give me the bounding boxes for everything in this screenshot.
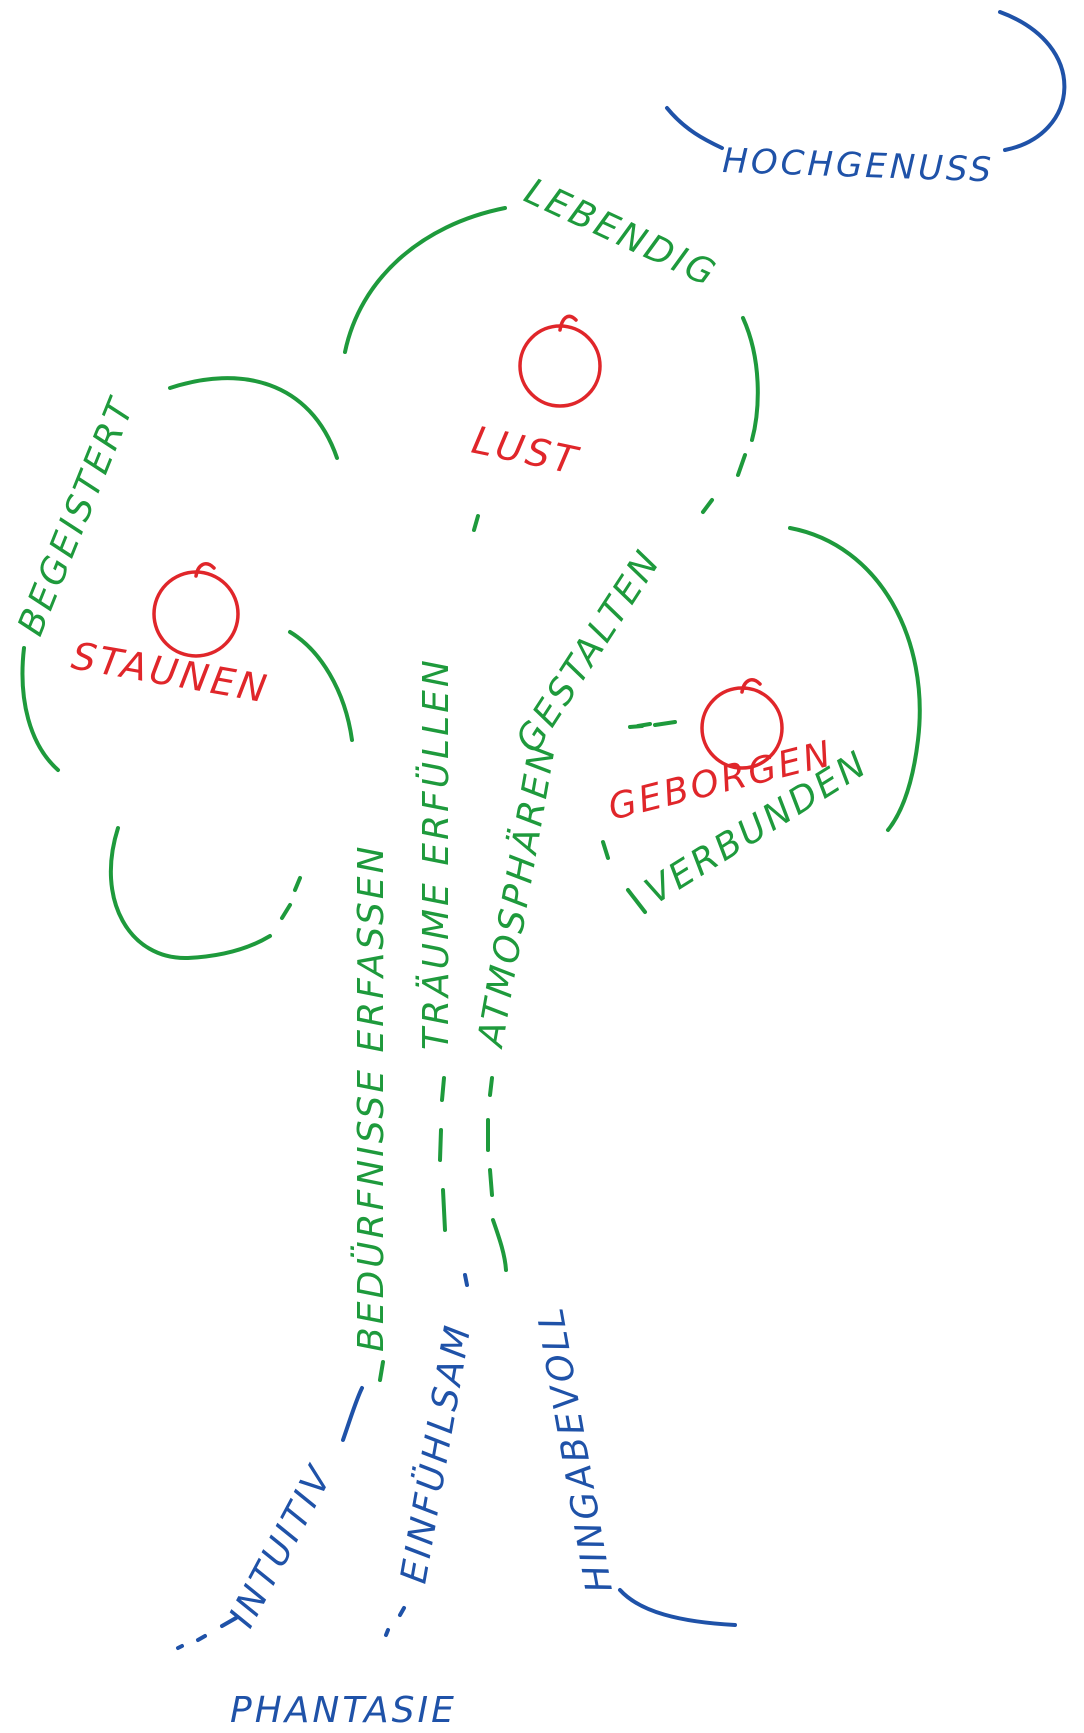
trunk-left-curve [290, 632, 352, 740]
lust-label: LUST [468, 418, 583, 484]
root-mid-dash-3 [465, 1275, 467, 1285]
root-right-curve [620, 1590, 735, 1625]
crown-right-inner-dash-2 [628, 890, 645, 912]
crown-left-dash-2 [295, 878, 300, 890]
einfuehlsam-label: EINFÜHLSAM [393, 1320, 480, 1586]
crown-left-dash-1 [282, 905, 290, 918]
hochgenuss-arc [1000, 12, 1064, 150]
crown-top-right-arc [743, 318, 758, 440]
apple-icon-staunen [154, 564, 238, 656]
geborgen-connector-dash [655, 722, 675, 725]
root-left-dash-1 [178, 1646, 182, 1648]
crown-left-bottom-arc [111, 828, 270, 958]
root-mid-dash-1 [386, 1630, 388, 1635]
intuitiv-label: INTUITIV [222, 1458, 342, 1634]
apple-icon-lust [520, 316, 600, 406]
hochgenuss-arc-left [667, 108, 722, 148]
trunk-right-curve [493, 1220, 506, 1270]
begeistert-label: BEGEISTERT [10, 391, 143, 641]
atmos-connector-dash [638, 724, 650, 726]
crown-left-top-arc [170, 378, 337, 458]
trunk-mid-dash-1 [442, 1078, 444, 1100]
lebendig-label: LEBENDIG [518, 171, 723, 296]
trunk-left-dash-bottom [380, 1362, 383, 1380]
root-left-curve [343, 1388, 362, 1440]
crown-left-side-arc [22, 648, 58, 770]
trunk-right-dash-1 [490, 1078, 492, 1095]
hingabevoll-label: HINGABEVOLL [530, 1302, 621, 1595]
crown-top-left-arc [345, 208, 505, 352]
crown-top-dash-2 [703, 500, 712, 512]
root-left-dash-2 [198, 1636, 205, 1640]
crown-right-inner-dash-1 [603, 842, 608, 858]
gestalten-label: GESTALTEN [508, 542, 669, 760]
trunk-right-dash-3 [490, 1170, 492, 1195]
phantasie-label: PHANTASIE [230, 1690, 457, 1731]
root-mid-dash-2 [400, 1608, 404, 1615]
atmosphaeren-label: ATMOSPHÄREN [469, 740, 564, 1052]
crown-top-dash-1 [738, 455, 745, 475]
hochgenuss-label: HOCHGENUSS [722, 141, 995, 190]
beduerfnisse-erfassen-label: BEDÜRFNISSE ERFASSEN [350, 844, 392, 1352]
trunk-mid-dash-top [474, 516, 478, 530]
trunk-mid-dash-3 [443, 1190, 445, 1230]
trunk-mid-dash-2 [440, 1130, 441, 1160]
traeume-erfuellen-label: TRÄUME ERFÜLLEN [415, 657, 457, 1050]
